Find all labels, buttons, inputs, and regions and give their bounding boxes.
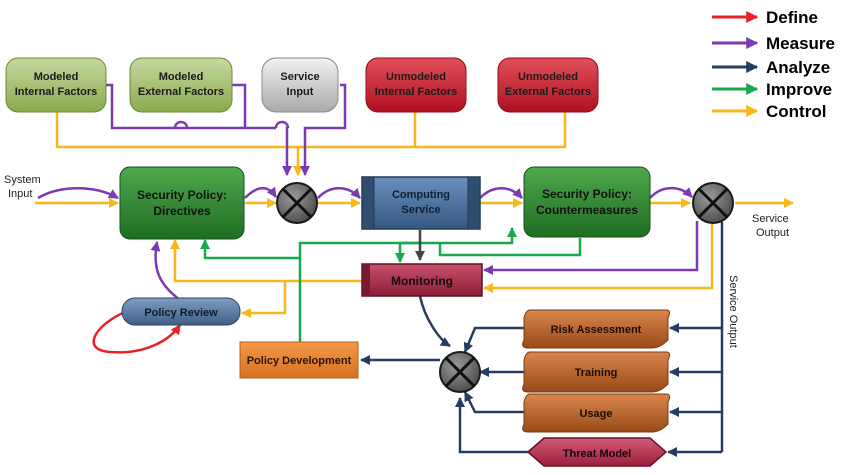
service-output-line1: Service [752,213,789,225]
legend-control-label: Control [766,102,826,121]
summing-junction-2 [692,182,734,224]
legend-define-label: Define [766,8,818,27]
system-input-line1: System [4,174,41,186]
unmodeled-external-box: Unmodeled External Factors [497,57,599,113]
countermeasures-line2: Countermeasures [536,203,638,217]
service-input-line2: Input [287,86,314,98]
modeled-external-box: Modeled External Factors [129,57,233,113]
modeled-external-line1: Modeled [159,71,204,83]
analyze-lines [360,222,724,457]
policy-development-label: Policy Development [247,355,352,367]
service-input-box: Service Input [261,57,339,113]
monitoring-box: Monitoring [361,263,483,297]
policy-development-box: Policy Development [239,341,359,379]
usage-scroll: Usage [522,393,671,433]
unmodeled-internal-box: Unmodeled Internal Factors [365,57,467,113]
service-output-line2: Output [756,227,789,239]
service-output-vertical-label: Service Output [727,275,739,348]
countermeasures-box: Security Policy: Countermeasures [523,166,651,238]
legend-improve-label: Improve [766,80,832,99]
directives-box: Security Policy: Directives [119,166,245,240]
unmodeled-external-line1: Unmodeled [518,71,578,83]
computing-service-box: Computing Service [361,176,481,230]
service-input-line1: Service [280,71,319,83]
policy-review-box: Policy Review [121,297,241,326]
usage-label: Usage [579,408,612,420]
computing-service-line2: Service [401,204,440,216]
modeled-internal-line2: Internal Factors [15,86,98,98]
measure-lines [37,83,699,301]
directives-line1: Security Policy: [137,188,227,202]
threat-model-label: Threat Model [563,448,631,460]
monitoring-label: Monitoring [391,274,453,288]
unmodeled-internal-line1: Unmodeled [386,71,446,83]
policy-review-label: Policy Review [144,307,218,319]
training-label: Training [575,367,618,379]
threat-model-hexagon: Threat Model [526,437,668,467]
control-lines [35,112,794,318]
summing-junction-3 [439,351,481,393]
modeled-internal-line1: Modeled [34,71,79,83]
system-input-line2: Input [8,188,32,200]
modeled-internal-box: Modeled Internal Factors [5,57,107,113]
risk-assessment-scroll: Risk Assessment [522,309,671,349]
modeled-external-line2: External Factors [138,86,224,98]
training-scroll: Training [522,351,671,393]
computing-service-line1: Computing [392,189,450,201]
unmodeled-internal-line2: Internal Factors [375,86,458,98]
define-loop-arrow [92,310,182,354]
legend-analyze-label: Analyze [766,58,830,77]
legend-measure-label: Measure [766,34,835,53]
summing-junction-1 [276,182,318,224]
countermeasures-line1: Security Policy: [542,187,632,201]
directives-line2: Directives [153,204,211,218]
legend: Define Measure Analyze Improve Control [712,8,835,121]
improve-lines [200,227,582,342]
risk-assessment-label: Risk Assessment [551,324,642,336]
unmodeled-external-line2: External Factors [505,86,591,98]
